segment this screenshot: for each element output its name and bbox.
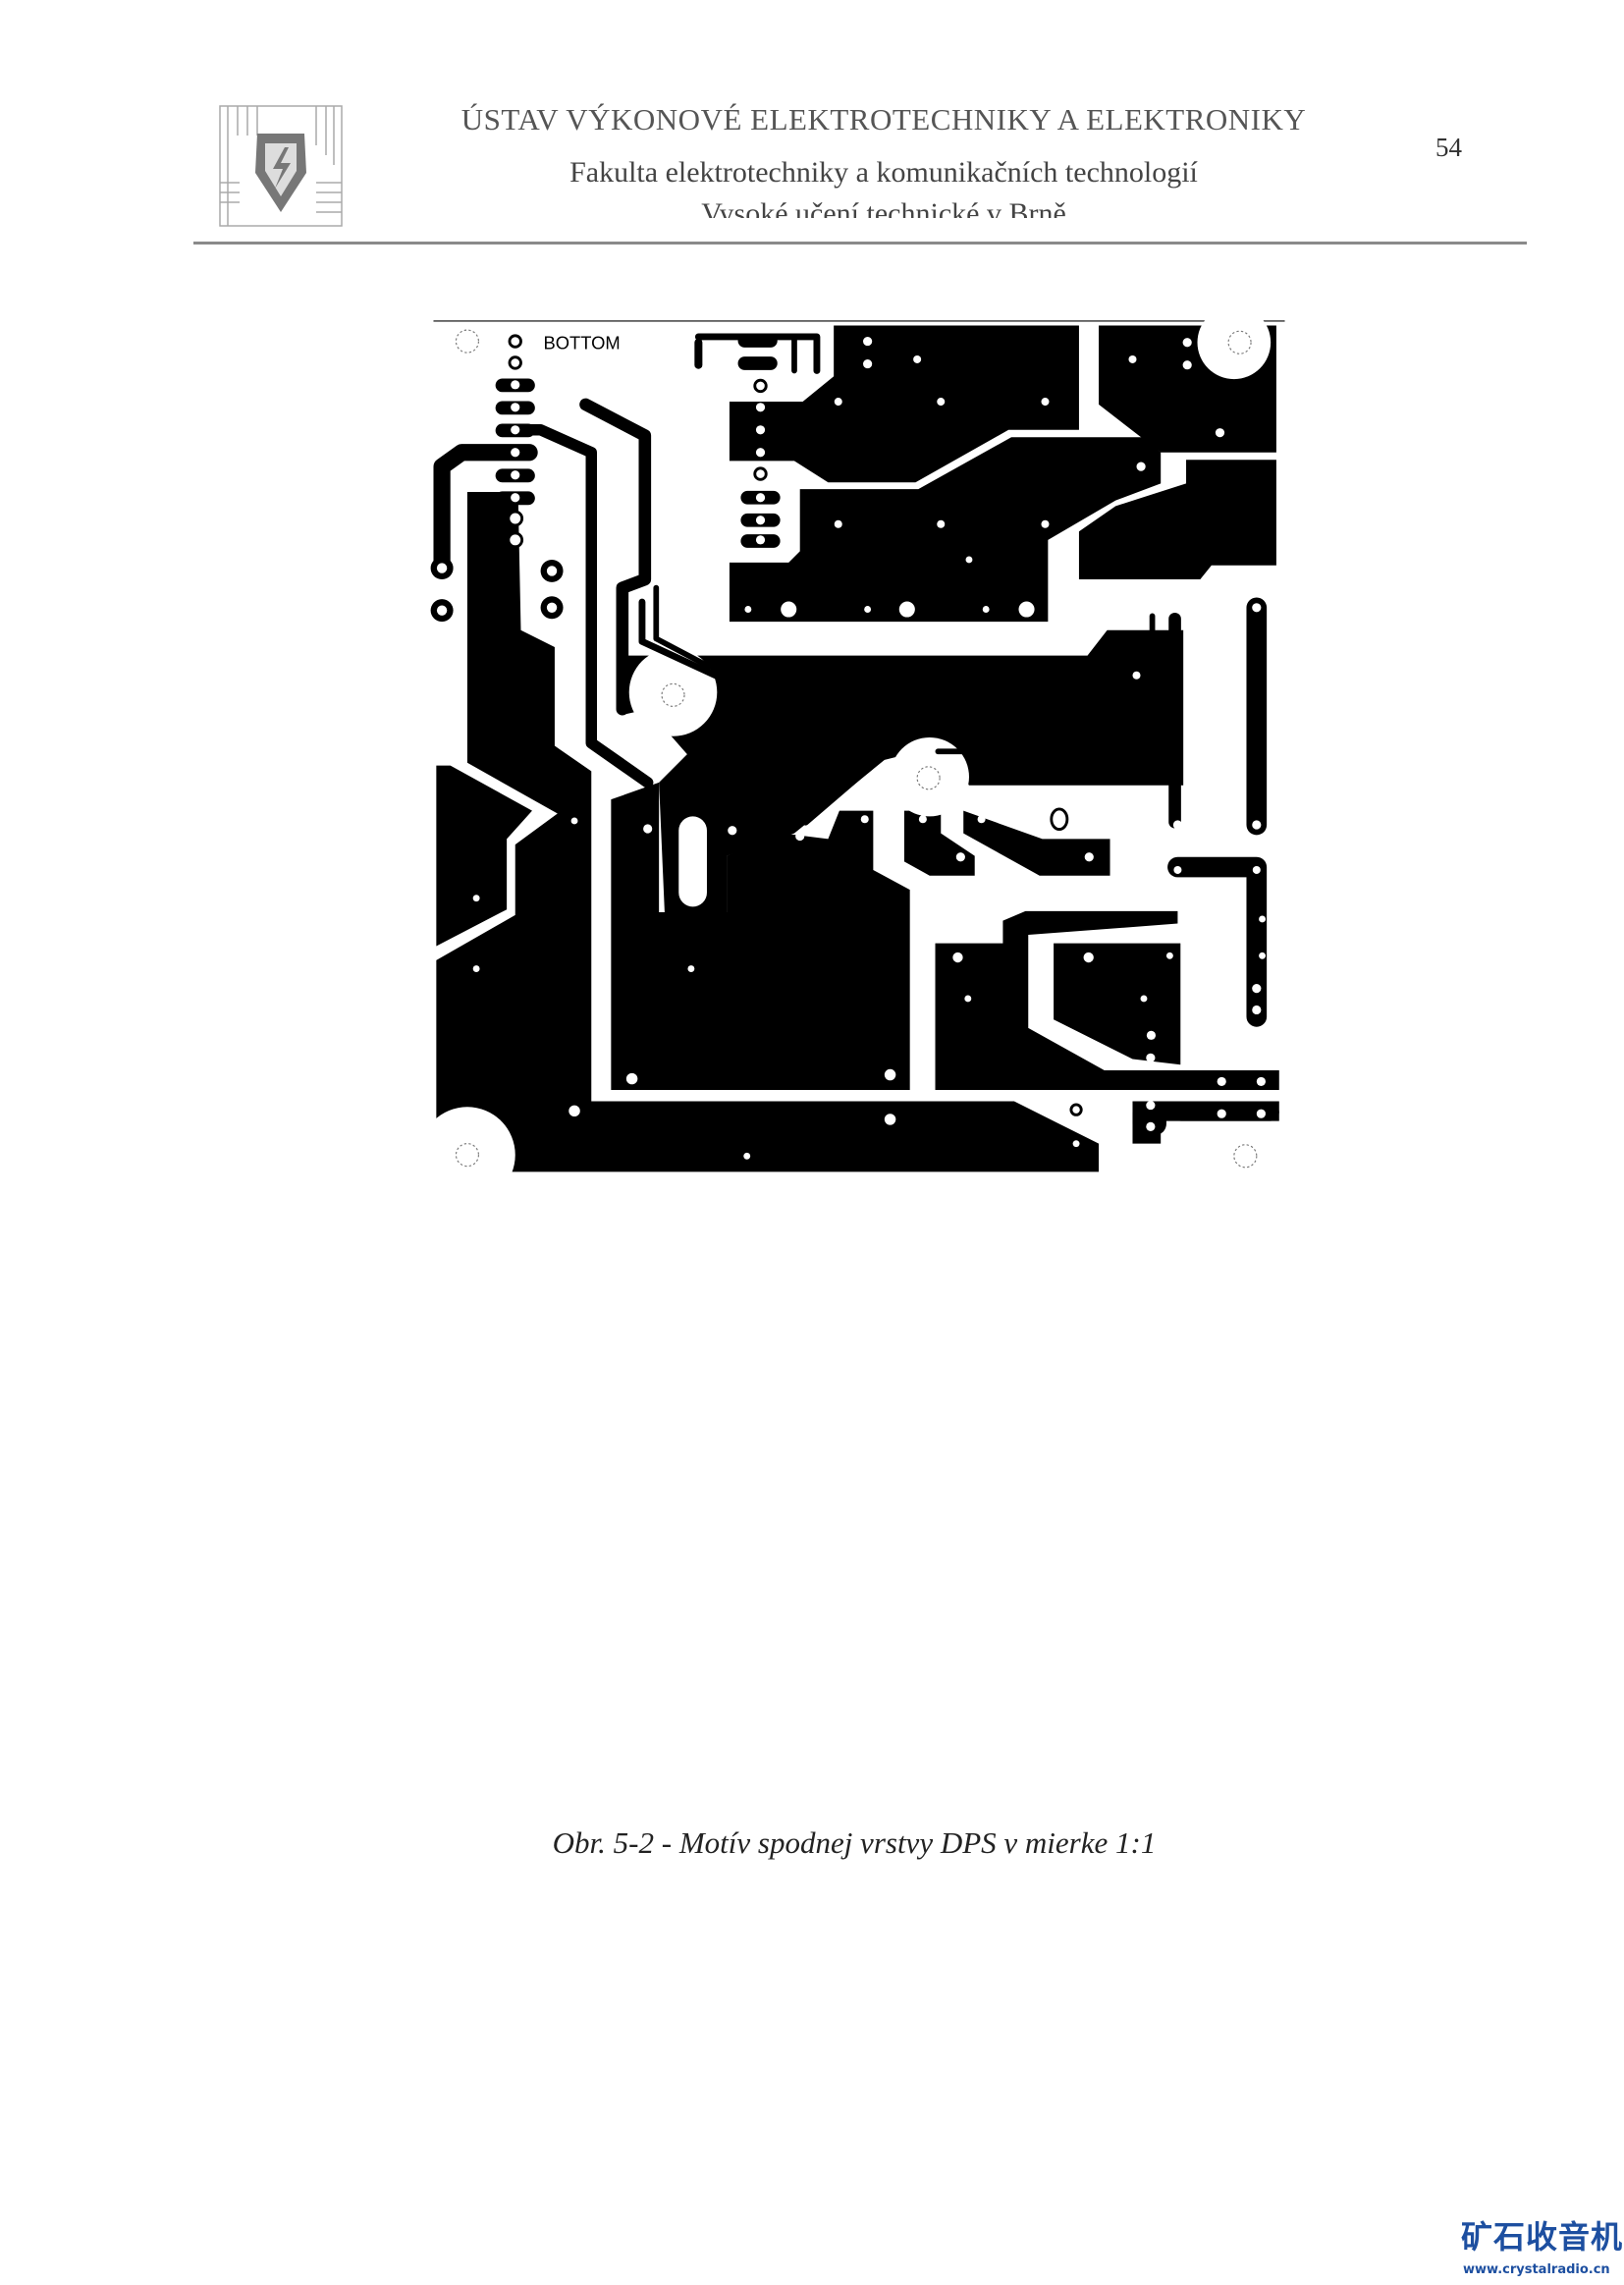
mounting-holes <box>422 314 1272 1203</box>
watermark-url: www.crystalradio.cn <box>1463 2262 1610 2277</box>
figure-caption: Obr. 5-2 - Motív spodnej vrstvy DPS v mi… <box>552 1825 1157 1860</box>
watermark-title: 矿石收音机 <box>1461 2218 1624 2256</box>
page-number: 54 <box>1435 133 1462 162</box>
layer-label: BOTTOM <box>543 333 620 354</box>
isolated-pads <box>507 334 1083 1116</box>
header-divider <box>193 242 1527 245</box>
university-logo <box>219 105 343 227</box>
university-name: Vysoké učení technické v Brně <box>701 197 1066 218</box>
copper-pours <box>436 325 1279 1172</box>
pcb-bottom-layer-figure: BOTTOM <box>422 314 1285 1203</box>
faculty-name: Fakulta elektrotechniky a komunikačních … <box>569 156 1198 189</box>
drill-holes <box>436 336 1266 1160</box>
university-name-clip: Vysoké učení technické v Brně <box>373 196 1394 218</box>
traces <box>433 333 1268 1027</box>
institute-name: ÚSTAV VÝKONOVÉ ELEKTROTECHNIKY A ELEKTRO… <box>460 102 1307 136</box>
